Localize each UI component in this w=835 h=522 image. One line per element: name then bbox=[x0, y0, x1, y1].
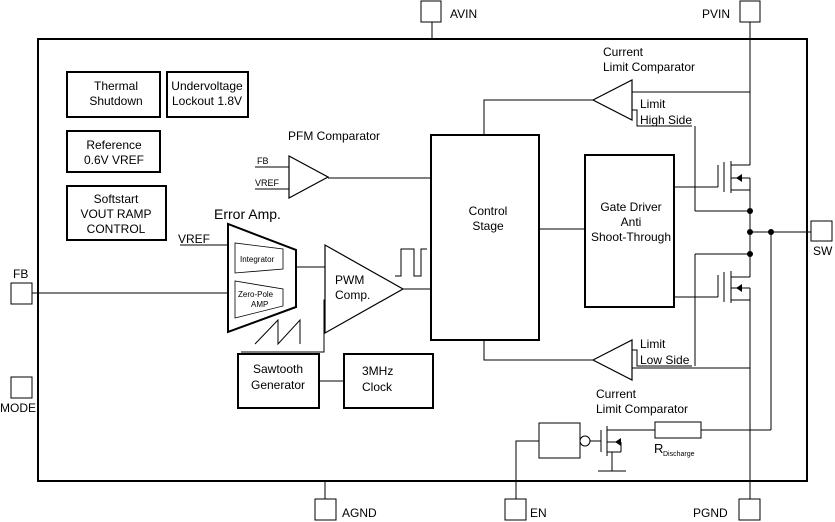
current-limit-top-line2: Limit Comparator bbox=[603, 60, 695, 74]
thermal-shutdown-block: Thermal Shutdown bbox=[66, 71, 161, 118]
pin-avin-label: AVIN bbox=[450, 7, 477, 21]
pin-sw: SW bbox=[810, 220, 833, 258]
pin-en-label: EN bbox=[530, 506, 547, 520]
error-vref-label: VREF bbox=[178, 232, 210, 246]
discharge-circuit: R Discharge bbox=[515, 232, 772, 499]
current-limit-top-line1: Current bbox=[603, 45, 644, 59]
softstart-line3: CONTROL bbox=[87, 222, 146, 236]
low-side-mosfet-icon bbox=[674, 254, 751, 303]
pwm-line2: Comp. bbox=[335, 288, 370, 302]
error-amp-label: Error Amp. bbox=[214, 206, 281, 222]
pin-en: EN bbox=[504, 498, 547, 521]
pin-pvin: PVIN bbox=[702, 0, 761, 23]
undervoltage-lockout-block: Undervoltage Lockout 1.8V bbox=[166, 71, 249, 118]
softstart-block: Softstart VOUT RAMP CONTROL bbox=[66, 185, 167, 241]
pwm-comparator: PWM Comp. bbox=[241, 243, 431, 353]
limit-high-line1: Limit bbox=[640, 97, 666, 111]
gate-driver-line2: Anti bbox=[621, 215, 642, 229]
zero-pole-line1: Zero-Pole bbox=[238, 290, 274, 299]
thermal-line1: Thermal bbox=[94, 79, 138, 93]
gate-driver-line3: Shoot-Through bbox=[591, 230, 671, 244]
pin-agnd-label: AGND bbox=[342, 506, 377, 520]
discharge-mosfet-icon bbox=[590, 426, 626, 472]
chip-outline bbox=[37, 38, 808, 482]
high-side-mosfet-icon bbox=[674, 161, 751, 193]
pin-pgnd-label: PGND bbox=[693, 506, 728, 520]
limit-high-line2: High Side bbox=[640, 113, 692, 127]
softstart-line2: VOUT RAMP bbox=[80, 207, 151, 221]
pin-agnd: AGND bbox=[314, 481, 377, 521]
current-limit-bottom-line1: Current bbox=[596, 387, 637, 401]
softstart-line1: Softstart bbox=[94, 192, 139, 206]
reference-block: Reference 0.6V VREF bbox=[66, 130, 161, 173]
pfm-label: PFM Comparator bbox=[288, 129, 380, 143]
discharge-resistor bbox=[654, 421, 702, 439]
limit-low-line1: Limit bbox=[640, 337, 666, 351]
pfm-vref-label: VREF bbox=[255, 178, 280, 188]
pin-avin: AVIN bbox=[420, 0, 477, 39]
current-limit-comparator-high: Current Limit Comparator Limit High Side bbox=[483, 45, 750, 135]
pin-pvin-label: PVIN bbox=[702, 7, 730, 21]
integrator-label: Integrator bbox=[240, 255, 275, 264]
sawtooth-line2: Generator bbox=[251, 378, 305, 392]
pin-fb: FB bbox=[10, 267, 33, 305]
pfm-fb-label: FB bbox=[257, 156, 269, 166]
r-discharge-main: R bbox=[654, 441, 663, 456]
gate-driver-block: Gate Driver Anti Shoot-Through bbox=[584, 154, 675, 308]
clock-line2: Clock bbox=[362, 380, 393, 394]
gate-driver-line1: Gate Driver bbox=[600, 200, 661, 214]
en-buffer-block bbox=[538, 422, 581, 459]
error-amplifier: Error Amp. Integrator Zero-Pole AMP VREF bbox=[32, 206, 297, 334]
control-line1: Control bbox=[469, 204, 508, 218]
reference-line2: 0.6V VREF bbox=[84, 153, 144, 167]
clock-line1: 3MHz bbox=[362, 364, 393, 378]
r-discharge-sub: Discharge bbox=[663, 451, 695, 458]
sawtooth-waveform-icon bbox=[254, 318, 301, 346]
inverter-bubble bbox=[579, 435, 591, 447]
pin-mode: MODE bbox=[0, 376, 36, 415]
pwm-line1: PWM bbox=[335, 273, 364, 287]
control-stage-block: Control Stage bbox=[430, 134, 540, 341]
uvlo-line1: Undervoltage bbox=[171, 79, 243, 93]
pfm-comparator: PFM Comparator FB VREF bbox=[255, 129, 431, 200]
pin-sw-label: SW bbox=[813, 244, 833, 258]
pin-pgnd: PGND bbox=[693, 498, 761, 521]
sawtooth-generator-block: Sawtooth Generator bbox=[237, 353, 320, 409]
reference-line1: Reference bbox=[86, 138, 142, 152]
uvlo-line2: Lockout 1.8V bbox=[172, 94, 242, 108]
thermal-line2: Shutdown bbox=[89, 94, 142, 108]
sawtooth-line1: Sawtooth bbox=[253, 362, 303, 376]
current-limit-bottom-line2: Limit Comparator bbox=[596, 402, 688, 416]
limit-low-line2: Low Side bbox=[640, 353, 690, 367]
clock-block: 3MHz Clock bbox=[343, 353, 434, 409]
control-line2: Stage bbox=[472, 219, 504, 233]
pin-mode-label: MODE bbox=[0, 401, 36, 415]
pin-fb-label: FB bbox=[13, 267, 28, 281]
zero-pole-line2: AMP bbox=[251, 300, 268, 309]
current-limit-comparator-low: Limit Low Side Current Limit Comparator bbox=[483, 337, 750, 416]
